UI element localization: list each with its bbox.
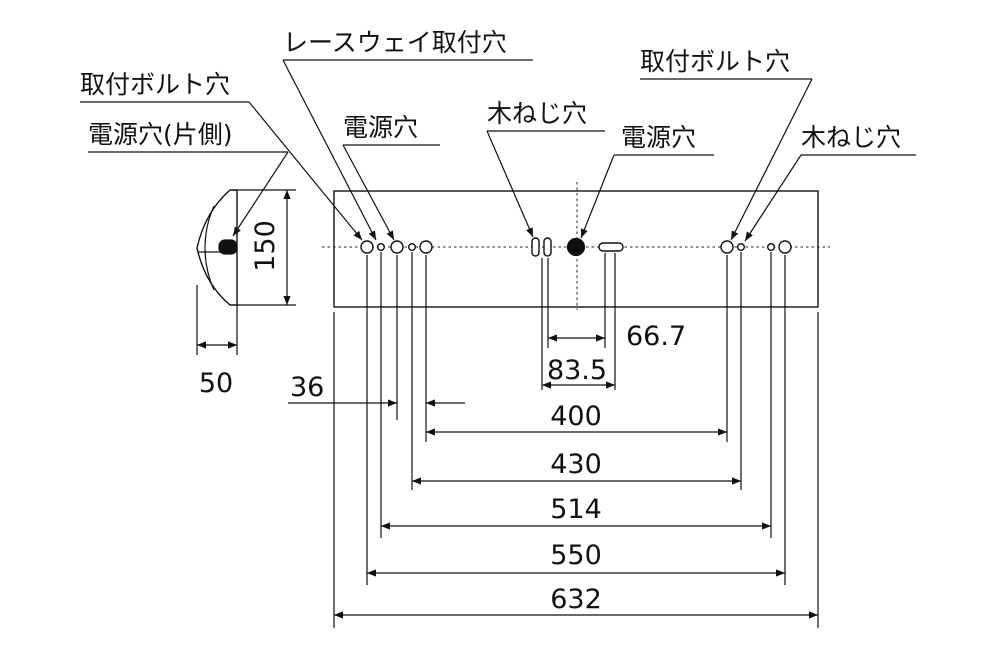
dim-632-value: 632 <box>550 584 602 615</box>
dim-430-value: 430 <box>550 449 602 480</box>
height-value: 150 <box>250 220 281 272</box>
leader-power-side <box>232 151 289 237</box>
power-hole-left-icon <box>419 240 433 254</box>
dim-66-7-value: 66.7 <box>626 321 686 352</box>
label-power-hole-center: 電源穴 <box>621 123 696 152</box>
leader-wood-center <box>486 130 534 238</box>
wood-screw-slot-1-icon <box>531 237 540 257</box>
label-raceway-mount-hole: レースウェイ取付穴 <box>283 28 507 57</box>
small-hole-right-icon <box>767 242 776 251</box>
leader-raceway <box>282 59 377 241</box>
leader-bolt-right <box>730 78 813 241</box>
extension-lines <box>333 252 819 628</box>
raceway-hole-right-icon <box>778 240 792 254</box>
leader-bolt-left <box>248 101 363 241</box>
label-power-hole-left: 電源穴 <box>343 113 418 142</box>
depth-value: 50 <box>199 368 233 399</box>
leader-power-center <box>580 154 615 239</box>
power-slot-icon <box>598 242 624 252</box>
front-view <box>322 182 830 310</box>
raceway-hole-left-icon <box>390 240 404 254</box>
wood-screw-hole-right-icon <box>737 242 746 251</box>
dim-514-value: 514 <box>550 494 602 525</box>
label-wood-screw-right: 木ねじ穴 <box>801 123 901 152</box>
label-bolt-hole-left: 取付ボルト穴 <box>80 70 230 99</box>
leader-power-left <box>342 144 395 241</box>
side-profile-inner <box>204 205 215 291</box>
label-power-hole-side: 電源穴(片側) <box>88 120 233 149</box>
dim-400-value: 400 <box>550 401 602 432</box>
dim-83-5-value: 83.5 <box>547 355 607 386</box>
label-bolt-hole-right: 取付ボルト穴 <box>640 47 790 76</box>
wood-screw-hole-left-icon <box>377 242 386 251</box>
dim-36-value: 36 <box>290 372 324 403</box>
leader-wood-right <box>744 154 802 242</box>
label-wood-screw-center: 木ねじ穴 <box>487 99 587 128</box>
center-power-hole-icon <box>566 237 586 257</box>
side-power-hole-icon <box>218 239 238 255</box>
dimension-lines <box>288 334 818 619</box>
fixture-body <box>333 190 819 308</box>
small-hole-left-icon <box>408 242 417 251</box>
wood-screw-slot-2-icon <box>543 237 552 257</box>
bolt-hole-right-icon <box>720 240 734 254</box>
dim-550-value: 550 <box>550 540 602 571</box>
bolt-hole-left-icon <box>360 240 374 254</box>
side-view <box>196 189 296 355</box>
